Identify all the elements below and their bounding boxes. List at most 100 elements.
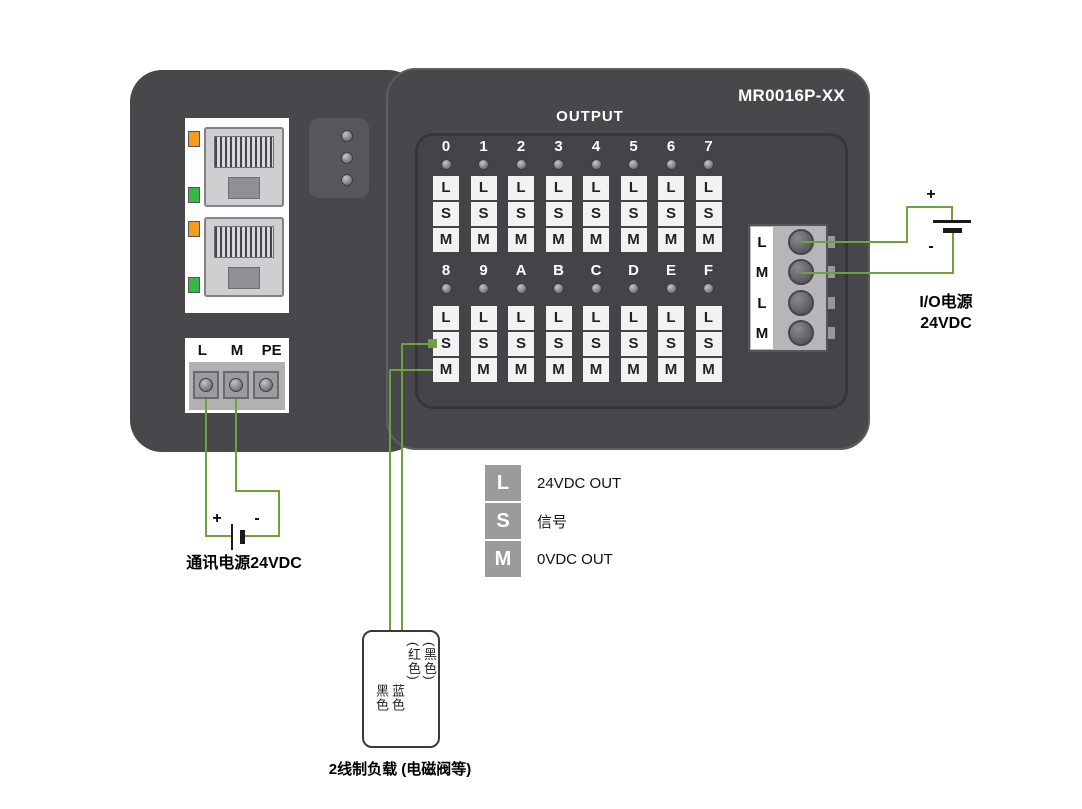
terminal-cell-m: M (658, 228, 684, 252)
io-power-wire-segment (906, 206, 908, 243)
channel-label: A (515, 262, 527, 279)
terminal-cell-l: L (470, 176, 497, 200)
rj45-port-2 (204, 217, 284, 297)
channel-led-icon (665, 159, 677, 170)
terminal-cell-s: S (583, 332, 609, 356)
terminal-cell-l: L (658, 306, 684, 330)
terminal-cell-l: L (508, 176, 534, 200)
io-power-wire-segment (952, 233, 954, 274)
io-power-label-line2: 24VDC (920, 315, 972, 332)
terminal-cell-s: S (470, 202, 497, 226)
channel-led-icon (553, 159, 564, 170)
io-terminal-screw-icon (788, 290, 814, 316)
ethernet-led-orange-1 (188, 131, 200, 147)
terminal-cell-m: M (695, 228, 722, 252)
comm-power-wire-segment (235, 490, 280, 492)
io-terminal-screw-icon (788, 320, 814, 346)
legend-key: S (485, 503, 521, 539)
io-terminal-label: M (755, 264, 769, 282)
comm-power-wire-segment (235, 399, 237, 492)
channel-led-icon (628, 159, 639, 170)
ethernet-led-green-2 (188, 277, 200, 293)
io-power-wire-segment (951, 206, 953, 222)
rj45-port-1 (204, 127, 284, 207)
ethernet-led-green-1 (188, 187, 200, 203)
terminal-cell-s: S (545, 202, 572, 226)
channel-led-icon (665, 283, 677, 294)
io-power-label-line1: I/O电源 (919, 294, 973, 311)
terminal-cell-m: M (583, 228, 609, 252)
ethernet-led-orange-2 (188, 221, 200, 237)
comm-power-wire-segment (205, 535, 232, 537)
comm-power-plus-label: + (212, 510, 222, 527)
channel-led-icon (478, 159, 489, 170)
channel-label: D (628, 262, 639, 279)
load-wire-segment (390, 369, 433, 371)
terminal-cell-s: S (433, 202, 459, 226)
io-terminal-tab (828, 297, 835, 309)
battery-short-plate-icon (943, 228, 962, 233)
io-terminal-label: M (755, 325, 769, 343)
terminal-cell-s: S (658, 332, 684, 356)
terminal-cell-m: M (470, 228, 497, 252)
battery-long-plate-icon (933, 220, 971, 223)
comm-power-wire-segment (278, 490, 280, 537)
terminal-cell-m: M (545, 358, 572, 382)
channel-led-icon (440, 283, 452, 294)
channel-label: 1 (479, 138, 488, 155)
terminal-cell-m: M (583, 358, 609, 382)
comm-terminal-screw-m (223, 371, 249, 399)
load-wire-color-1: 黑色 (374, 684, 389, 712)
terminal-cell-l: L (508, 306, 534, 330)
battery-short-plate-icon (240, 530, 245, 544)
channel-label: 8 (441, 262, 451, 279)
channel-led-icon (478, 283, 489, 294)
rj45-latch-icon (228, 177, 260, 199)
terminal-cell-m: M (658, 358, 684, 382)
terminal-cell-l: L (658, 176, 684, 200)
channel-label: F (703, 262, 714, 279)
terminal-cell-s: S (433, 332, 459, 356)
legend-desc: 24VDC OUT (537, 474, 622, 492)
io-power-wire-segment (801, 241, 908, 243)
terminal-cell-s: S (508, 332, 534, 356)
terminal-cell-l: L (695, 176, 722, 200)
terminal-cell-s: S (545, 332, 572, 356)
channel-label: 9 (479, 262, 488, 279)
rj45-latch-icon (228, 267, 260, 289)
screw-icon (199, 378, 213, 392)
comm-power-minus-label: - (254, 510, 260, 527)
channel-label: 4 (591, 138, 601, 155)
terminal-cell-m: M (433, 228, 459, 252)
terminal-cell-m: M (695, 358, 722, 382)
load-wire-color-alt-1: (红色) (406, 642, 421, 681)
channel-label: E (665, 262, 676, 279)
model-label: MR0016P-XX (738, 86, 845, 105)
terminal-cell-s: S (658, 202, 684, 226)
io-terminal-tab (828, 327, 835, 339)
terminal-cell-s: S (695, 202, 722, 226)
comm-terminal-screw-pe (253, 371, 279, 399)
load-wire-segment (389, 369, 391, 632)
